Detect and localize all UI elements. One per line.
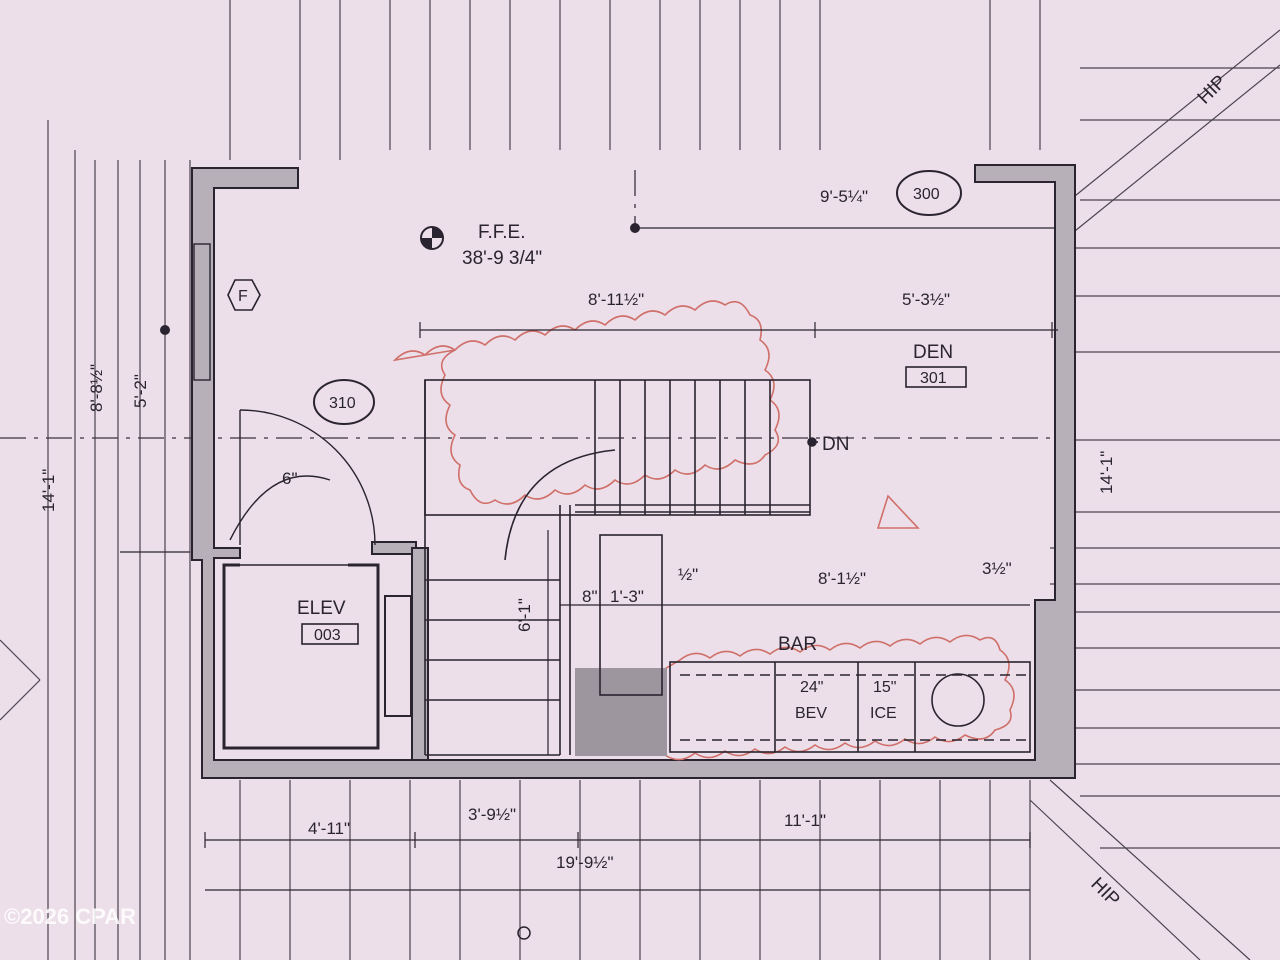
bev-width: 24" xyxy=(800,679,823,696)
bev-label: BEV xyxy=(795,705,827,722)
datum-dot xyxy=(630,223,640,233)
center-lines xyxy=(0,170,1060,439)
dim-stair-half: ½" xyxy=(678,565,698,584)
stair-direction: DN xyxy=(822,434,849,455)
dim-upper-right: 5'-3½" xyxy=(902,290,950,309)
tag-300: 300 xyxy=(913,186,940,203)
dim-stair-vert: 6'-1" xyxy=(515,598,534,632)
ffe-label: F.F.E. xyxy=(478,222,526,243)
hip-label-top: HIP xyxy=(1194,71,1231,108)
stair xyxy=(424,379,818,756)
ice-width: 15" xyxy=(873,679,896,696)
dim-mid-bar: 8'-1½" xyxy=(818,569,866,588)
dim-bottom-b: 3'-9½" xyxy=(468,805,516,824)
dim-top-right: 9'-5¼" xyxy=(820,187,868,206)
fire-tag-hex xyxy=(227,279,261,311)
dim-bottom-total: 19'-9½" xyxy=(556,853,613,872)
dim-right-side: 14'-1" xyxy=(1097,451,1116,494)
revision-triangle xyxy=(876,494,920,529)
bar-counter xyxy=(669,661,1031,753)
ffe-marker-fill xyxy=(421,227,443,249)
elev-tag-box xyxy=(301,623,359,645)
watermark: ©2026 CPAR xyxy=(4,904,136,929)
hip-label-bottom: HIP xyxy=(1086,874,1123,911)
dim-stair-1-3: 1'-3" xyxy=(610,587,644,606)
datum-dot-bottom xyxy=(517,926,531,940)
dim-mid-small: 3½" xyxy=(982,559,1012,578)
dim-left-b: 8'-8½" xyxy=(87,364,106,412)
dimension-lines xyxy=(120,227,1058,891)
den-number: 301 xyxy=(920,370,947,387)
column xyxy=(599,534,663,696)
revision-cloud xyxy=(392,300,780,505)
elev-number: 003 xyxy=(314,627,341,644)
den-tag-box xyxy=(905,366,967,388)
ffe-value: 38'-9 3/4" xyxy=(462,248,542,269)
bar-cloud xyxy=(652,634,1015,761)
fire-tag: F xyxy=(238,288,248,305)
bar-name: BAR xyxy=(778,634,817,655)
dim-upper-left: 8'-11½" xyxy=(588,290,644,309)
den-name: DEN xyxy=(913,342,953,363)
dim-left-c: 14'-1" xyxy=(39,469,58,512)
dim-door-swing: 6" xyxy=(282,469,298,488)
dim-bottom-a: 4'-11" xyxy=(308,819,350,838)
elevator xyxy=(222,563,412,750)
ice-label: ICE xyxy=(870,705,897,722)
landing xyxy=(575,668,667,756)
tag-300-bubble xyxy=(896,170,962,216)
dim-left-a: 5'-2" xyxy=(131,374,150,408)
door-swing xyxy=(193,243,376,546)
elev-name: ELEV xyxy=(297,598,346,619)
dim-stair-small: 8" xyxy=(582,587,598,606)
tag-310-bubble xyxy=(313,379,375,425)
tag-310: 310 xyxy=(329,395,356,412)
dim-bottom-c: 11'-1" xyxy=(784,811,826,830)
datum-dot-left xyxy=(160,325,170,335)
